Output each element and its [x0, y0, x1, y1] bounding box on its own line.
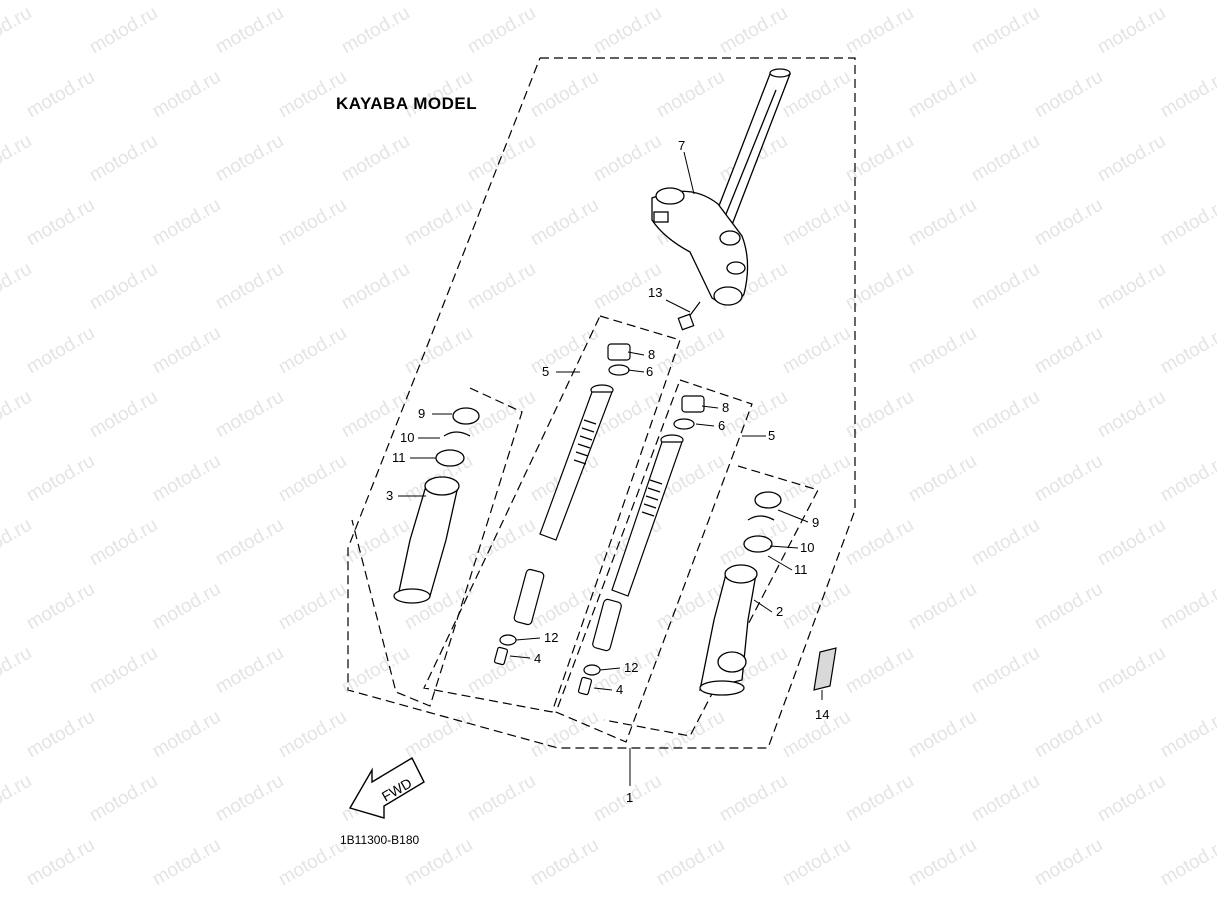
callout-1: 1	[626, 790, 633, 805]
right-outer-tube	[699, 491, 782, 696]
callout-11: 11	[392, 450, 406, 465]
right-damper	[592, 395, 705, 652]
callout-3: 3	[386, 488, 393, 503]
callout-6: 6	[646, 364, 653, 379]
callout-labels: 7 13 8 6 5 8 6 5 9 10 11 3 9 10 11 2 12 …	[386, 138, 829, 805]
callout-4: 4	[534, 651, 541, 666]
callout-7: 7	[678, 138, 685, 153]
callout-14: 14	[815, 707, 829, 722]
callout-2: 2	[776, 604, 783, 619]
callout-10b: 10	[800, 540, 814, 555]
reflector-14	[813, 647, 837, 691]
callout-4b: 4	[616, 682, 623, 697]
callout-12b: 12	[624, 660, 638, 675]
callout-12: 12	[544, 630, 558, 645]
bolt-13	[677, 301, 701, 331]
callout-5: 5	[542, 364, 549, 379]
left-tube-box	[351, 387, 523, 707]
leader-lines	[398, 151, 823, 786]
callout-5b: 5	[768, 428, 775, 443]
fwd-arrow-icon: FWD	[348, 757, 425, 819]
right-tube-box	[603, 465, 819, 737]
diagram-title: KAYABA MODEL	[336, 94, 478, 113]
callout-9: 9	[418, 406, 425, 421]
steering-stem	[651, 68, 791, 306]
callout-11b: 11	[794, 562, 808, 577]
callout-13: 13	[648, 285, 662, 300]
callout-10: 10	[400, 430, 414, 445]
assembly-outline	[347, 57, 856, 749]
left-damper	[513, 343, 631, 626]
left-outer-tube	[393, 407, 480, 604]
callout-8b: 8	[722, 400, 729, 415]
callout-9b: 9	[812, 515, 819, 530]
left-damper-box	[423, 315, 681, 713]
diagram-code: 1B11300-B180	[340, 833, 420, 847]
callout-6b: 6	[718, 418, 725, 433]
right-damper-box	[555, 379, 753, 743]
callout-8: 8	[648, 347, 655, 362]
